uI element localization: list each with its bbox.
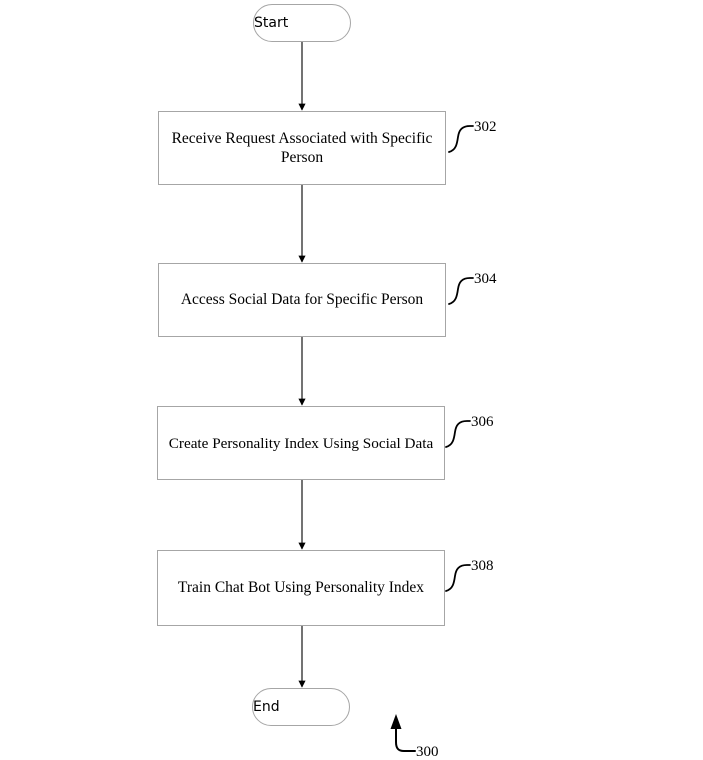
leader-arrowhead-300 [390,714,402,729]
node-start[interactable]: Start [253,4,351,42]
leader-line-306 [445,420,471,448]
node-step-304[interactable]: Access Social Data for Specific Person [158,263,446,337]
reference-numeral-304: 304 [474,271,497,287]
node-end-label: End [253,699,280,715]
node-step-308-label: Train Chat Bot Using Personality Index [177,579,425,597]
figure-reference-numeral-300: 300 [416,744,439,760]
node-step-306-label: Create Personality Index Using Social Da… [168,434,434,452]
node-step-308[interactable]: Train Chat Bot Using Personality Index [157,550,445,626]
node-start-label: Start [254,15,289,31]
node-end[interactable]: End [252,688,350,726]
leader-line-304 [448,277,474,305]
leader-line-302 [448,125,474,153]
reference-numeral-306: 306 [471,414,494,430]
node-step-302[interactable]: Receive Request Associated with Specific… [158,111,446,185]
reference-numeral-308: 308 [471,558,494,574]
leader-line-308 [445,564,471,592]
leader-line-300 [395,727,416,752]
node-step-302-label: Receive Request Associated with Specific… [171,129,433,166]
node-step-306[interactable]: Create Personality Index Using Social Da… [157,406,445,480]
node-step-304-label: Access Social Data for Specific Person [180,291,424,309]
reference-numeral-302: 302 [474,119,497,135]
